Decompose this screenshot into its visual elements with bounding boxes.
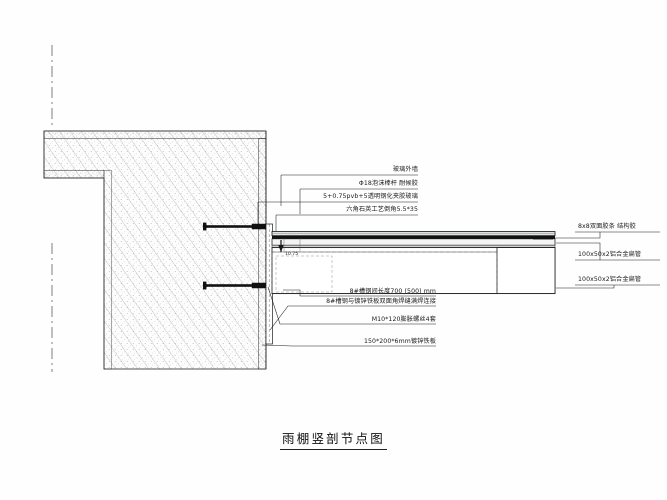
label-foam-rod-sealant: Φ18泡沫棒杆 耐候胶 xyxy=(358,180,418,187)
leader-lines-upper-right xyxy=(257,174,418,231)
label-corner-cut: 六角石英工艺倒角5.5*35 xyxy=(346,206,418,213)
canopy-frame-box xyxy=(271,247,556,295)
drawing-title-block: 雨棚竖剖节点图 xyxy=(0,428,667,450)
dimension-glass-thickness: 10.75 xyxy=(285,252,299,257)
leader-lines-right xyxy=(553,231,660,289)
label-laminated-glass: 5+0.75pvb+5透明钢化夹胶玻璃 xyxy=(323,193,418,200)
drawing-title: 雨棚竖剖节点图 xyxy=(280,428,387,450)
channel-steel-member xyxy=(265,223,273,345)
label-channel-weld: 8#槽钢与镀锌铁板双面角焊缝满焊连接 xyxy=(326,298,436,305)
label-expansion-bolt: M10*120膨胀螺丝4套 xyxy=(371,316,436,323)
glass-dimension-marks xyxy=(283,238,301,252)
canopy-glass-panel xyxy=(271,231,556,239)
leader-lines-lower-left xyxy=(261,286,436,347)
label-channel-steel-length: 8#槽钢间长度700 (500) mm xyxy=(349,288,436,295)
alu-tube-upper-section xyxy=(271,238,556,248)
label-double-sided-tape: 8x8双面胶条 结构胶 xyxy=(578,223,636,230)
label-alu-tube-lower: 100x50x2铝合金扁管 xyxy=(578,276,642,283)
end-sealant-block xyxy=(533,236,553,240)
label-curtain-wall: 玻璃外墙 xyxy=(392,166,418,173)
label-galv-steel-plate: 150*200*6mm镀锌铁板 xyxy=(363,338,436,345)
concrete-wall-section xyxy=(43,130,267,370)
label-alu-tube-upper: 100x50x2铝合金扁管 xyxy=(578,251,642,258)
